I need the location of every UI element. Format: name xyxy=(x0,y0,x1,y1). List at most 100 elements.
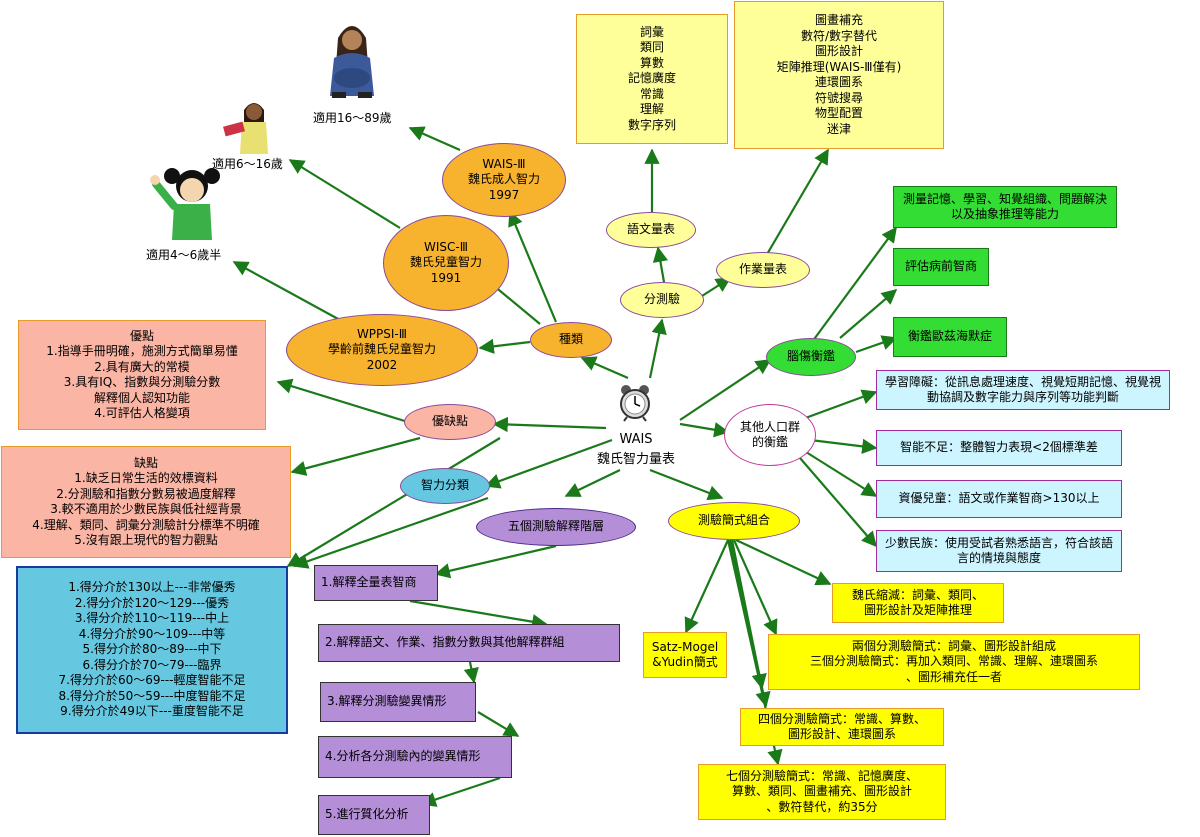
pros-box: 優點 1.指導手冊明確，施測方式簡單易懂 2.具有廣大的常模 3.具有IQ、指數… xyxy=(18,320,266,430)
pros-cons-node[interactable]: 優缺點 xyxy=(404,404,496,440)
short-form-line: 圖形設計、連環圖系 xyxy=(787,727,896,741)
subtests-node[interactable]: 分測驗 xyxy=(620,282,704,318)
short-form-line: 三個分測驗簡式：再加入類同、常識、理解、連環圖系 xyxy=(809,654,1098,669)
brain-node[interactable]: 腦傷衡鑑 xyxy=(766,338,856,376)
performance-node[interactable]: 作業量表 xyxy=(716,252,810,288)
verbal-node[interactable]: 語文量表 xyxy=(606,212,696,248)
connector-arrow xyxy=(735,539,832,586)
short-form-line: Satz-Mogel xyxy=(651,639,719,654)
verbal-label: 語文量表 xyxy=(626,222,675,237)
connector-arrow xyxy=(811,226,897,343)
brain-item-3: 衡鑑歐茲海默症 xyxy=(893,317,1007,357)
connector-arrow xyxy=(478,338,531,354)
connector-arrow xyxy=(290,436,421,476)
connector-arrow xyxy=(286,437,501,567)
short-form-line: 魏氏縮減：詞彙、類同、 xyxy=(851,587,984,602)
connector-arrow xyxy=(463,661,479,684)
wais-age-label: 適用16～89歲 xyxy=(313,111,392,125)
short-form-3: 兩個分測驗簡式：詞彙、圖形設計組成 三個分測驗簡式：再加入類同、常識、理解、連環… xyxy=(768,634,1140,690)
connector-arrow xyxy=(679,422,730,438)
brain-item-2: 評估病前智商 xyxy=(893,248,989,286)
interpretation-label: 五個測驗解釋階層 xyxy=(507,519,604,534)
cons-item: 3.較不適用於少數民族與低社經背景 xyxy=(50,502,242,516)
interp-step-2: 2.解釋語文、作業、指數分數與其他解釋群組 xyxy=(318,624,620,662)
wisc-age-label: 適用6～16歲 xyxy=(212,157,283,171)
verbal-items-box: 詞彙 類同 算數 記憶廣度 常識 理解 數字序列 xyxy=(576,14,728,144)
classification-item: 8.得分介於50～59---中度智能不足 xyxy=(58,688,246,703)
center-subtitle: 魏氏智力量表 xyxy=(596,452,675,467)
connector-arrow xyxy=(652,246,668,283)
connector-arrow xyxy=(420,776,501,807)
brain-item-1: 測量記憶、學習、知覺組織、問題解決以及抽象推理等能力 xyxy=(893,186,1117,228)
classification-item: 5.得分介於80～89---中下 xyxy=(82,642,222,657)
connector-arrow xyxy=(855,335,898,354)
short-forms-label: 測驗簡式組合 xyxy=(697,513,770,528)
brain-item-text: 測量記憶、學習、知覺組織、問題解決以及抽象推理等能力 xyxy=(902,191,1107,222)
connector-arrow xyxy=(477,711,520,737)
cons-item: 5.沒有跟上現代的智力觀點 xyxy=(74,533,218,547)
connector-arrow xyxy=(409,599,548,630)
wisc-line-1: WISC-Ⅲ xyxy=(423,239,468,254)
performance-items-box: 圖畫補充 數符/數字替代 圖形設計 矩陣推理(WAIS-Ⅲ僅有) 連環圖系 符號… xyxy=(734,1,944,149)
adult-woman-icon xyxy=(324,18,380,100)
wisc-node[interactable]: WISC-Ⅲ 魏氏兒童智力 1991 xyxy=(383,215,509,311)
classification-node[interactable]: 智力分類 xyxy=(400,468,490,504)
pros-item: 解釋個人認知功能 xyxy=(93,390,190,405)
interp-step-text: 5.進行質化分析 xyxy=(325,807,409,822)
wisc-line-3: 1991 xyxy=(430,270,462,285)
wppsi-node[interactable]: WPPSI-Ⅲ 學齡前魏氏兒童智力 2002 xyxy=(286,314,478,386)
classification-item: 9.得分介於49以下---重度智能不足 xyxy=(60,704,244,719)
wais-line-2: 魏氏成人智力 xyxy=(467,172,540,187)
interp-step-4: 4.分析各分測驗內的變異情形 xyxy=(318,736,512,778)
classification-item: 2.得分介於120～129---優秀 xyxy=(74,595,230,610)
connector-arrow xyxy=(732,539,778,636)
connector-arrow xyxy=(580,356,629,380)
connector-arrow xyxy=(434,544,557,579)
types-node[interactable]: 種類 xyxy=(530,322,612,358)
connector-arrow xyxy=(648,318,667,379)
interp-step-text: 4.分析各分測驗內的變異情形 xyxy=(325,749,481,764)
connector-arrow xyxy=(564,469,621,497)
connector-arrow xyxy=(408,126,461,152)
subtests-label: 分測驗 xyxy=(643,292,680,307)
verbal-item: 常識 xyxy=(639,86,664,101)
connector-arrow xyxy=(805,451,878,497)
interp-step-text: 1.解釋全量表智商 xyxy=(321,575,417,590)
pros-cons-label: 優缺點 xyxy=(431,414,468,429)
verbal-item: 算數 xyxy=(639,55,664,70)
classification-item: 7.得分介於60～69---輕度智能不足 xyxy=(58,673,246,688)
interp-step-text: 2.解釋語文、作業、指數分數與其他解釋群組 xyxy=(325,635,565,650)
types-label: 種類 xyxy=(558,332,583,347)
population-item-text: 智能不足：整體智力表現<2個標準差 xyxy=(900,440,1098,455)
short-form-line: 兩個分測驗簡式：詞彙、圖形設計組成 xyxy=(851,638,1056,653)
population-item-1: 學習障礙：從訊息處理速度、視覺短期記憶、視覺視動協調及數字能力與序列等功能判斷 xyxy=(876,370,1170,410)
connector-arrow xyxy=(679,359,772,421)
short-forms-node[interactable]: 測驗簡式組合 xyxy=(668,502,800,540)
populations-node[interactable]: 其他人口群的衡鑑 xyxy=(724,404,816,466)
performance-label: 作業量表 xyxy=(738,262,787,277)
short-form-4: 四個分測驗簡式：常識、算數、 圖形設計、連環圖系 xyxy=(740,708,944,746)
brain-item-text: 衡鑑歐茲海默症 xyxy=(907,329,992,344)
connector-arrow xyxy=(809,438,878,454)
center-title: WAIS xyxy=(619,432,653,447)
pros-item: 4.可評估人格變項 xyxy=(94,406,190,420)
connector-arrow xyxy=(839,288,898,339)
connector-arrow xyxy=(232,261,341,321)
connector-arrow xyxy=(492,416,607,433)
connector-arrow xyxy=(765,148,829,257)
short-form-line: 七個分測驗簡式：常識、記憶廣度、 xyxy=(725,768,918,783)
short-form-5: 七個分測驗簡式：常識、記憶廣度、 算數、類同、圖畫補充、圖形設計 、數符替代，約… xyxy=(698,764,946,820)
classification-label: 智力分類 xyxy=(420,478,469,493)
short-form-line: 算數、類同、圖畫補充、圖形設計 xyxy=(731,784,912,799)
verbal-item: 數字序列 xyxy=(627,117,676,132)
brain-label: 腦傷衡鑑 xyxy=(786,349,835,364)
performance-item: 數符/數字替代 xyxy=(800,28,878,43)
short-form-line: &Yudin簡式 xyxy=(652,655,718,669)
interpretation-node[interactable]: 五個測驗解釋階層 xyxy=(476,508,636,546)
pros-title: 優點 xyxy=(129,328,154,343)
performance-item: 連環圖系 xyxy=(814,75,863,89)
pros-item: 3.具有IQ、指數與分測驗分數 xyxy=(63,375,221,389)
wais-node[interactable]: WAIS-Ⅲ 魏氏成人智力 1997 xyxy=(442,143,566,217)
